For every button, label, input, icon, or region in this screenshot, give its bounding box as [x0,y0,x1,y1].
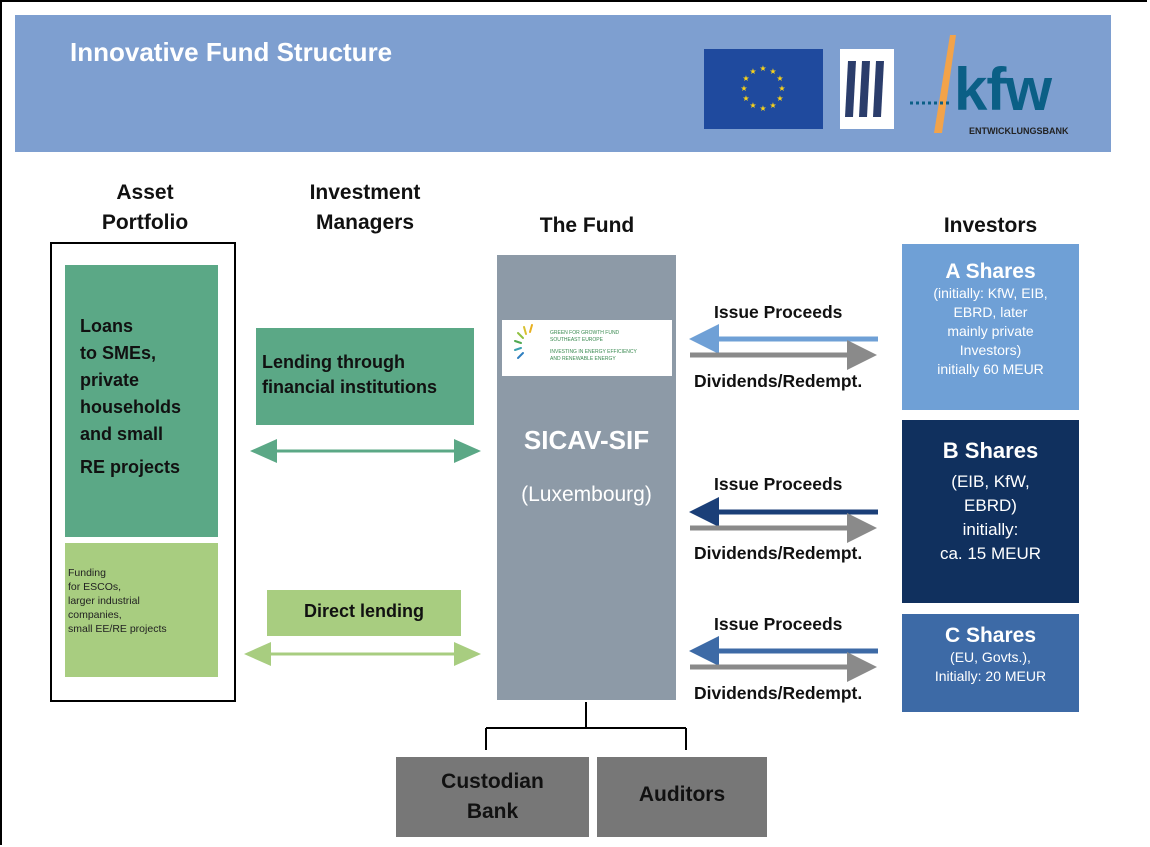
funding-box: Funding for ESCOs, larger industrial com… [65,543,218,677]
custodian-bank-box: Custodian Bank [396,757,589,837]
heading-investment-managers: Investment Managers [309,181,421,234]
a-shares-box: A Shares (initially: KfW, EIB, EBRD, lat… [902,244,1079,410]
dividends-label-c: Dividends/Redempt. [694,683,863,703]
svg-text:★: ★ [776,74,783,83]
c-shares-box: C Shares (EU, Govts.), Initially: 20 MEU… [902,614,1079,712]
issue-proceeds-label-b: Issue Proceeds [714,474,843,494]
b-shares-box: B Shares (EIB, KfW, EBRD) initially: ca.… [902,420,1079,603]
issue-proceeds-label-a: Issue Proceeds [714,302,843,322]
svg-text:★: ★ [749,101,756,110]
svg-text:★: ★ [759,104,766,113]
svg-text:★: ★ [740,84,747,93]
svg-text:★: ★ [776,94,783,103]
svg-text:★: ★ [759,64,766,73]
fund-connector [485,702,687,750]
svg-text:★: ★ [769,67,776,76]
page-title: Innovative Fund Structure [70,37,393,67]
loans-text: Loans to SMEs, private households and sm… [80,316,182,477]
svg-text:★: ★ [778,84,785,93]
fund-location: (Luxembourg) [521,483,652,506]
fund-name: SICAV-SIF [523,425,650,455]
dividends-label-a: Dividends/Redempt. [694,371,863,391]
loans-box: Loans to SMEs, private households and sm… [65,265,218,537]
funding-text: Funding for ESCOs, larger industrial com… [68,567,167,635]
eu-flag-logo: ★ ★ ★ ★ ★ ★ ★ ★ ★ ★ ★ ★ [704,49,823,129]
svg-text:★: ★ [742,74,749,83]
heading-the-fund: The Fund [539,214,635,237]
eib-logo [840,49,894,129]
green-for-growth-fund-logo: GREEN FOR GROWTH FUND SOUTHEAST EUROPE I… [502,320,672,376]
svg-text:★: ★ [749,67,756,76]
dividends-label-b: Dividends/Redempt. [694,543,863,563]
heading-investors: Investors [943,214,1038,237]
svg-text:★: ★ [769,101,776,110]
auditors-box: Auditors [597,757,767,837]
header-banner: Innovative Fund Structure ★ ★ ★ ★ ★ ★ ★ … [15,15,1111,152]
heading-asset-portfolio: Asset Portfolio [101,181,189,234]
kfw-subtitle: ENTWICKLUNGSBANK [969,126,1069,136]
fund-box: GREEN FOR GROWTH FUND SOUTHEAST EUROPE I… [497,255,676,700]
kfw-logo: kfw ENTWICKLUNGSBANK [904,33,1104,141]
issue-proceeds-label-c: Issue Proceeds [714,614,843,634]
svg-text:★: ★ [742,94,749,103]
direct-lending-box: Direct lending [267,590,461,636]
kfw-wordmark: kfw [954,56,1052,123]
lending-through-fi-box: Lending through financial institutions [256,328,474,425]
